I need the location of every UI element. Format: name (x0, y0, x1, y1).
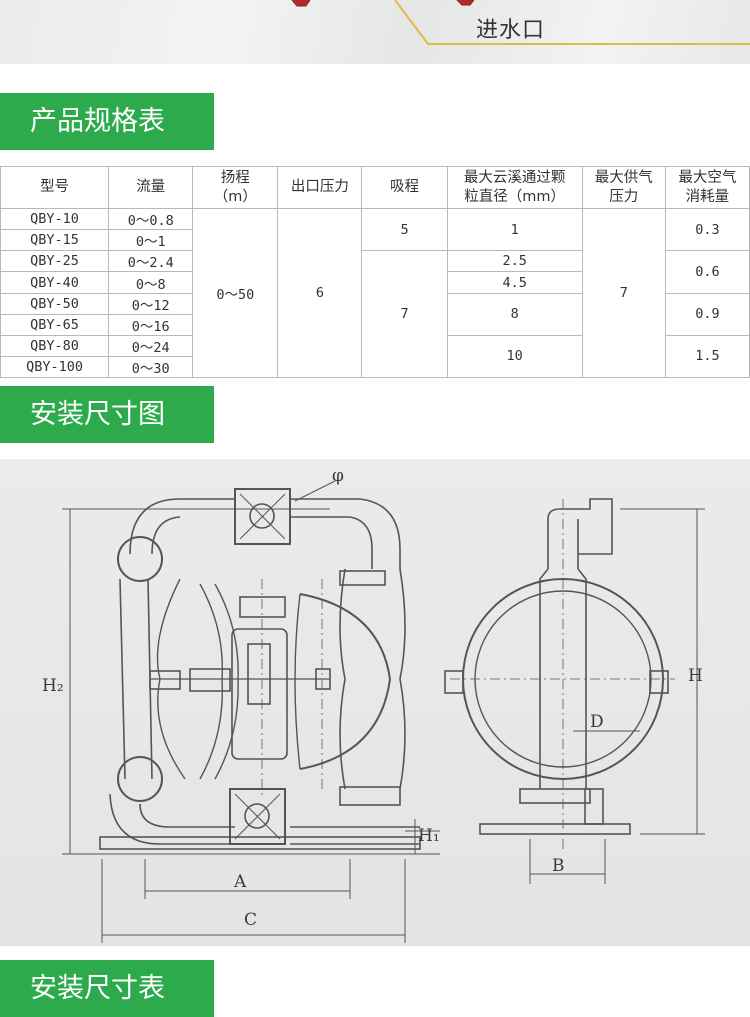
header-suction: 吸程 (361, 165, 448, 210)
flow-cell: 0～30 (108, 355, 194, 379)
particle-cell: 1 (446, 208, 583, 252)
header-supply-pressure: 最大供气压力 (581, 165, 666, 210)
particle-cell: 10 (446, 334, 583, 379)
model-cell: QBY-25 (0, 250, 110, 273)
table-row: QBY-40 0～8 4.5 (0, 271, 750, 294)
model-cell: QBY-65 (0, 313, 110, 336)
table-row: QBY-100 0～30 (0, 355, 750, 379)
label-c: C (244, 910, 257, 930)
banner-graphic (291, 0, 750, 45)
air-consumption-cell: 1.5 (664, 334, 750, 379)
install-table-section-title: 安装尺寸表 (0, 960, 214, 1017)
table-row: QBY-25 0～2.4 7 2.5 0.6 (0, 250, 750, 378)
suction-cell: 7 (361, 250, 448, 378)
label-h1: H₁ (418, 826, 440, 846)
particle-cell: 8 (446, 292, 583, 336)
air-consumption-cell: 0.3 (664, 208, 750, 252)
head-cell: 0～50 (192, 208, 279, 378)
model-cell: QBY-40 (0, 271, 110, 294)
table-row: QBY-65 0～16 (0, 313, 750, 336)
spec-section-title: 产品规格表 (0, 93, 214, 150)
flow-cell: 0～24 (108, 334, 194, 357)
supply-pressure-cell: 7 (581, 208, 666, 378)
header-outlet-pressure: 出口压力 (277, 165, 363, 210)
header-particle: 最大云溪通过颗粒直径（mm） (446, 165, 583, 210)
air-consumption-cell: 0.9 (664, 292, 750, 336)
flow-cell: 0～12 (108, 292, 194, 315)
top-banner: 进水口 (0, 0, 750, 64)
flow-cell: 0～8 (108, 271, 194, 294)
table-header-row: 型号 流量 扬程（m） 出口压力 吸程 最大云溪通过颗粒直径（mm） 最大供气压… (0, 165, 750, 210)
particle-cell: 4.5 (446, 271, 583, 294)
header-head: 扬程（m） (192, 165, 279, 210)
installation-drawing: φ H₂ H₁ H A B C D (0, 459, 750, 946)
header-flow: 流量 (108, 165, 194, 210)
air-consumption-cell: 0.6 (664, 250, 750, 294)
table-row: QBY-50 0～12 8 0.9 (0, 292, 750, 336)
model-cell: QBY-100 (0, 355, 110, 379)
install-section-title: 安装尺寸图 (0, 386, 214, 443)
suction-cell: 5 (361, 208, 448, 252)
outlet-pressure-cell: 6 (277, 208, 363, 378)
label-d: D (590, 712, 604, 732)
inlet-label: 进水口 (476, 18, 546, 43)
flow-cell: 0～0.8 (108, 208, 194, 231)
pump-drawing-svg: φ H₂ H₁ H A B C D (42, 466, 705, 943)
label-phi: φ (332, 466, 344, 486)
model-cell: QBY-50 (0, 292, 110, 315)
label-h2: H₂ (42, 676, 64, 696)
header-model: 型号 (0, 165, 110, 210)
flow-cell: 0～1 (108, 229, 194, 252)
table-row: QBY-10 0～0.8 0～50 6 5 1 7 0.3 (0, 208, 750, 378)
table-row: QBY-80 0～24 10 1.5 (0, 334, 750, 379)
label-b: B (552, 856, 565, 876)
label-a: A (233, 872, 247, 892)
flow-cell: 0～2.4 (108, 250, 194, 273)
flow-cell: 0～16 (108, 313, 194, 336)
particle-cell: 2.5 (446, 250, 583, 273)
spec-table: 型号 流量 扬程（m） 出口压力 吸程 最大云溪通过颗粒直径（mm） 最大供气压… (0, 165, 750, 379)
model-cell: QBY-10 (0, 208, 110, 231)
header-air-consumption: 最大空气消耗量 (664, 165, 750, 210)
model-cell: QBY-15 (0, 229, 110, 252)
label-h: H (688, 666, 703, 686)
model-cell: QBY-80 (0, 334, 110, 357)
